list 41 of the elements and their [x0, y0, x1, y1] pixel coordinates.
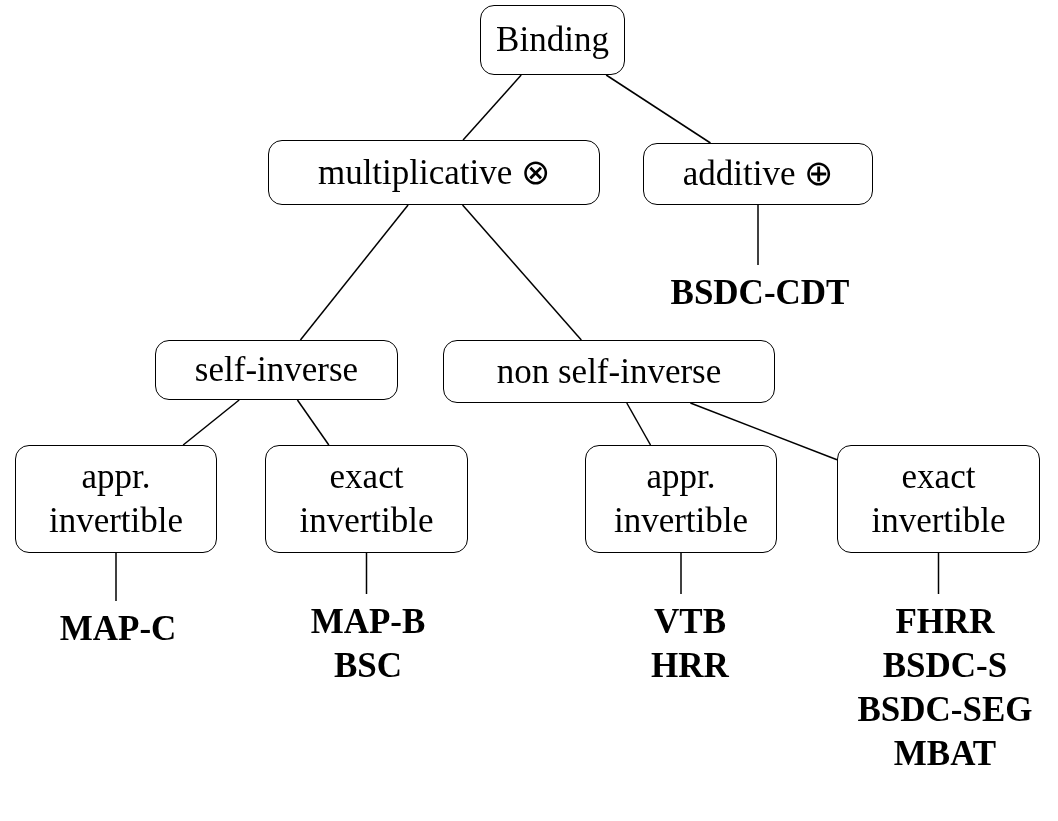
- method-name: MAP-B: [310, 601, 426, 643]
- method-name: BSDC-CDT: [670, 272, 850, 314]
- category-box: [15, 445, 217, 553]
- connector-line: [689, 402, 838, 461]
- method-name: BSDC-SEG: [857, 689, 1033, 731]
- method-name: MBAT: [893, 733, 997, 775]
- method-name: FHRR: [895, 601, 995, 643]
- connector-line: [626, 402, 652, 446]
- category-box: [643, 143, 873, 205]
- method-name: HRR: [651, 645, 729, 687]
- connector-line: [461, 204, 583, 341]
- category-box: [585, 445, 777, 553]
- category-box: [480, 5, 625, 75]
- method-name: VTB: [654, 601, 726, 643]
- method-name: MAP-C: [59, 608, 177, 650]
- category-label: self-inverse: [194, 349, 359, 391]
- category-label: additive ⊕: [682, 153, 834, 195]
- connector-line: [115, 552, 117, 602]
- connector-line: [937, 552, 940, 595]
- connector-line: [462, 74, 522, 141]
- method-name: BSC: [333, 645, 403, 687]
- category-label: appr. invertible: [47, 456, 185, 542]
- connector-line: [299, 204, 409, 341]
- connector-line: [680, 552, 682, 595]
- connector-line: [605, 74, 712, 144]
- connector-line: [296, 399, 330, 446]
- method-name: BSDC-S: [882, 645, 1008, 687]
- category-label: exact invertible: [870, 456, 1007, 542]
- category-label: exact invertible: [298, 456, 435, 542]
- connector-line: [757, 204, 759, 266]
- category-box: [443, 340, 775, 403]
- category-label: appr. invertible: [612, 456, 750, 542]
- category-label: Binding: [496, 19, 609, 61]
- category-label: multiplicative ⊗: [317, 151, 551, 194]
- category-box: [268, 140, 600, 205]
- connector-line: [365, 552, 368, 595]
- category-box: [155, 340, 398, 400]
- connector-line: [182, 399, 240, 446]
- category-box: [837, 445, 1040, 553]
- category-label: non self-inverse: [496, 350, 722, 393]
- category-box: [265, 445, 468, 553]
